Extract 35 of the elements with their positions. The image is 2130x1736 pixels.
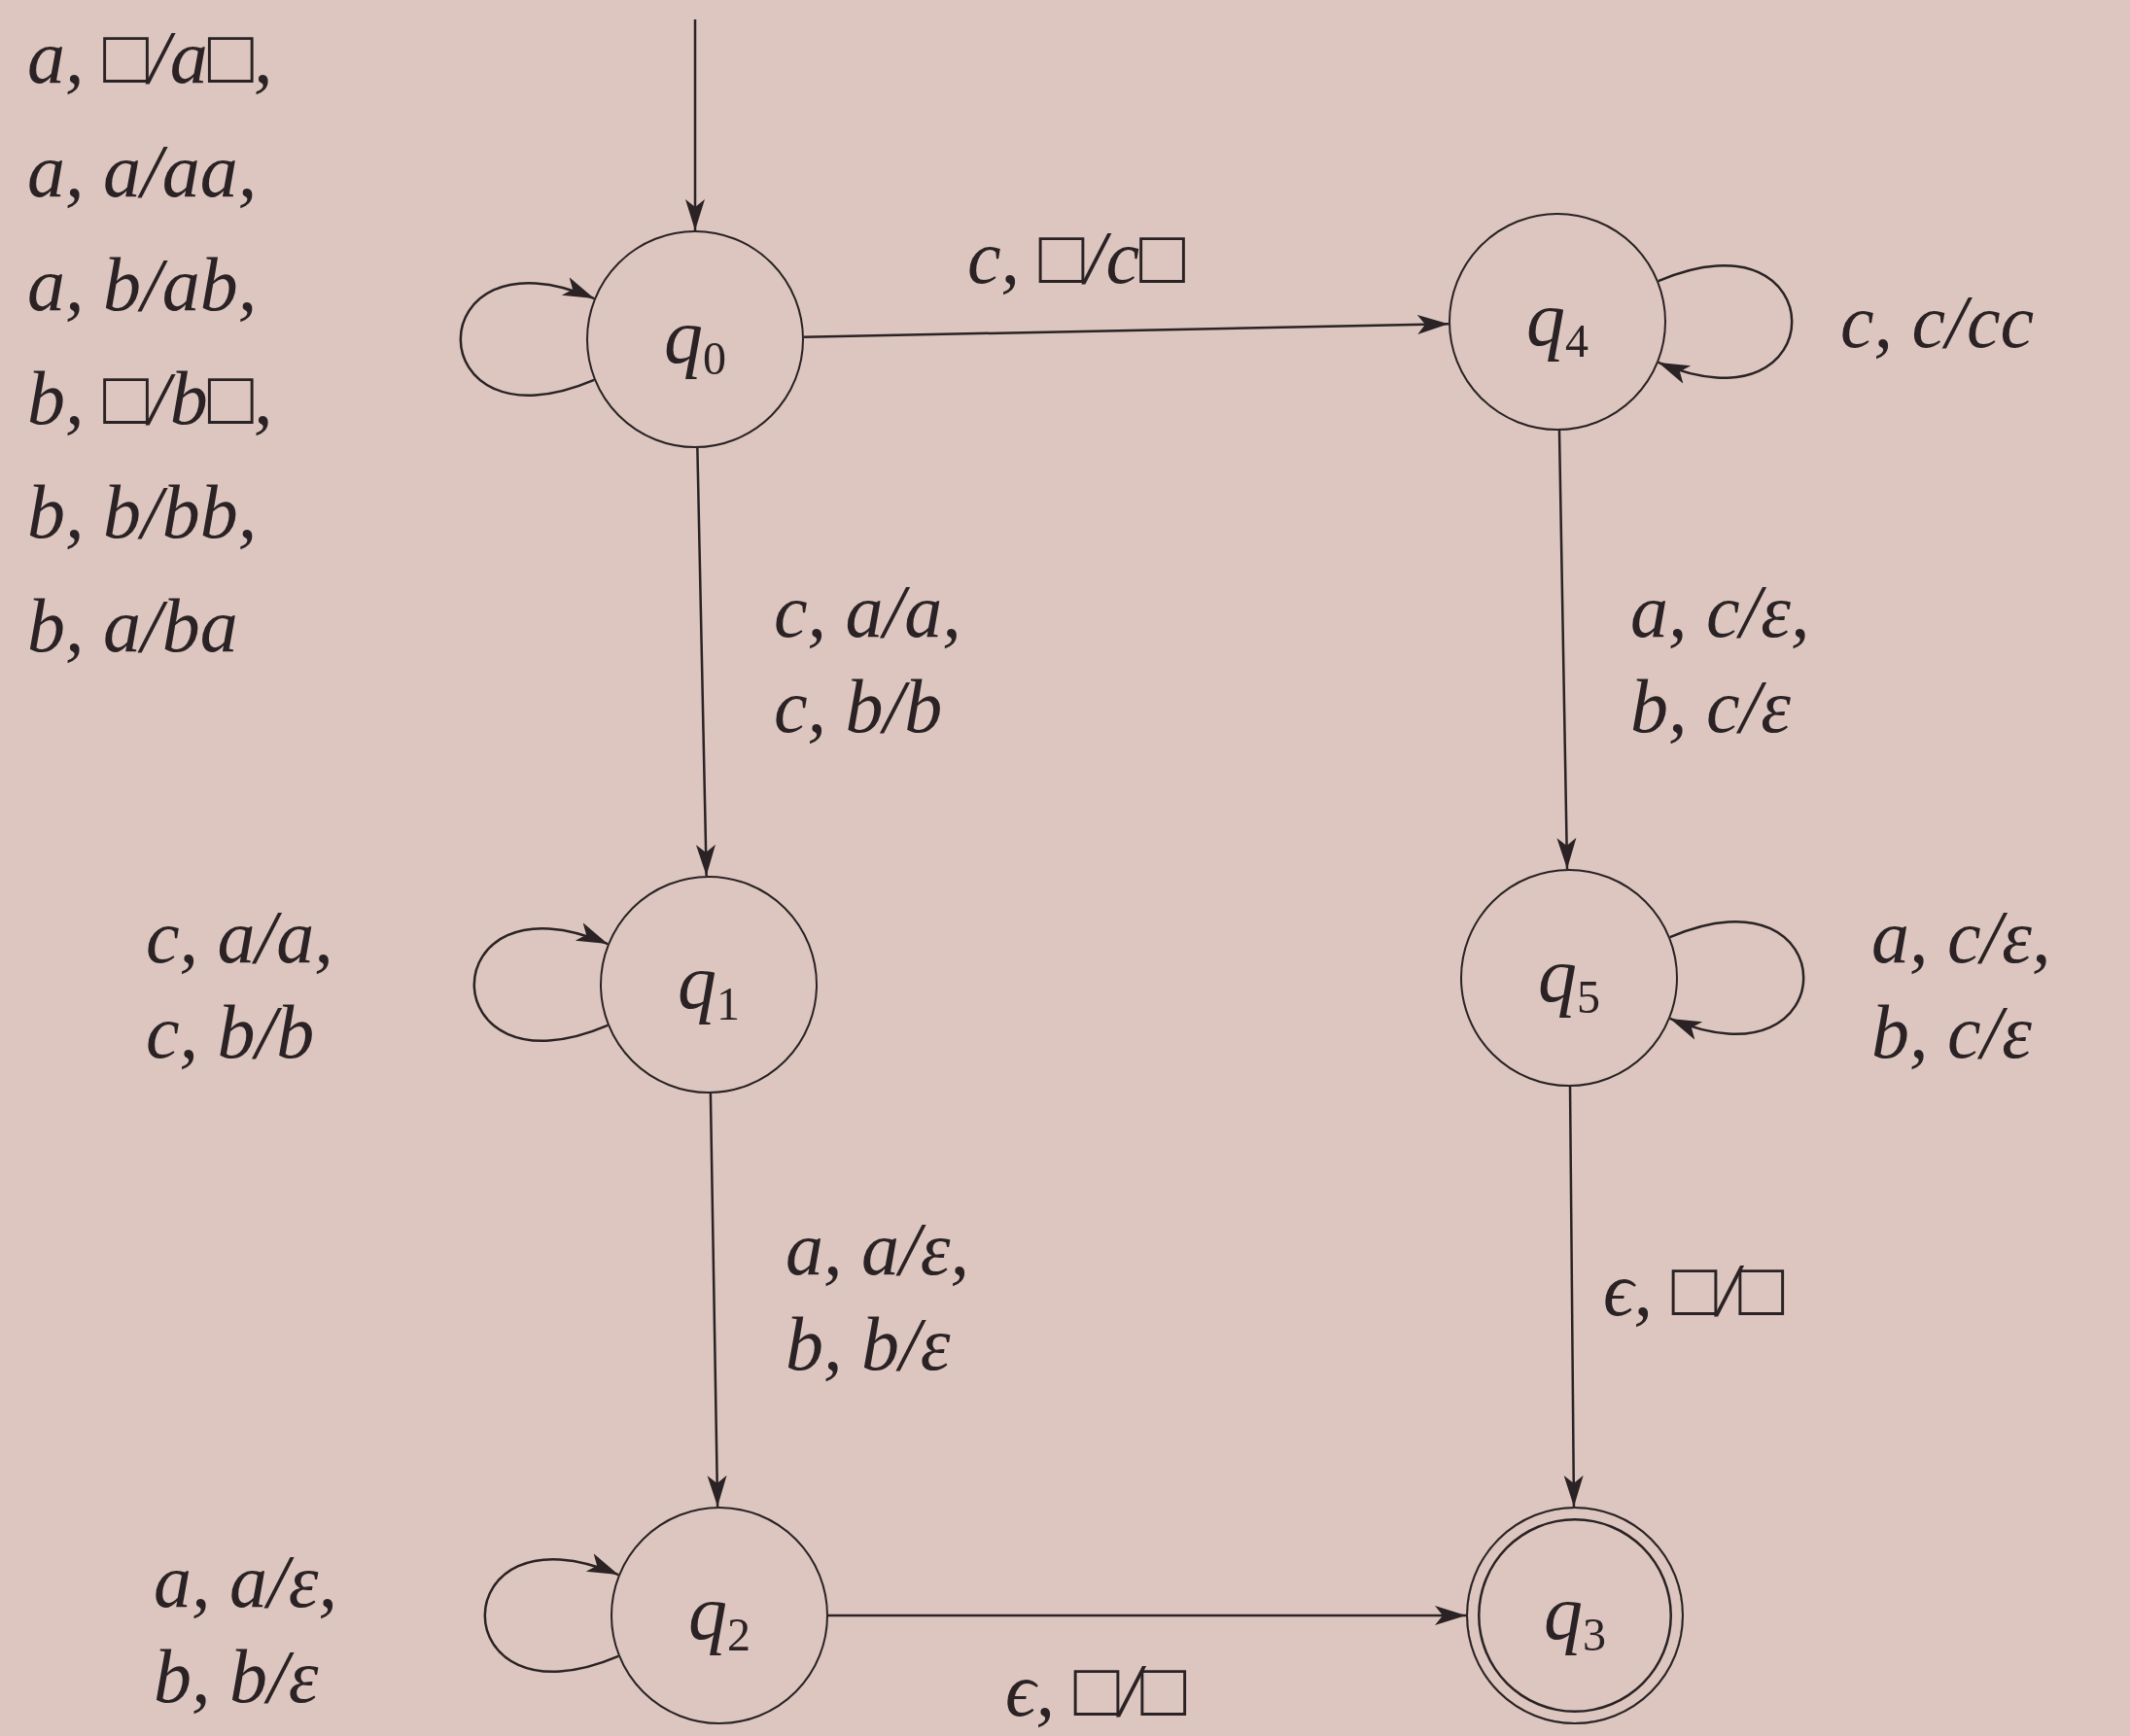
self-loop-arrow [1669, 920, 1805, 1038]
arrow [685, 19, 705, 230]
arrow [695, 447, 716, 877]
state-name: q$_{1}$ [678, 942, 740, 1027]
edge-label: c, □/c□ [967, 214, 1186, 301]
edge-label: a, □/a□, a, a/aa, a, b/ab, b, □/b□, b, b/bb, b, a/ba [27, 14, 273, 670]
edge-label: a, c/ε, b, c/ε [1871, 893, 2051, 1076]
self-loop-arrow [1658, 264, 1794, 382]
state-circle [611, 1507, 828, 1724]
arrow [803, 314, 1449, 338]
edge-label: c, a/a, c, b/b [774, 568, 961, 750]
arrow [1556, 430, 1577, 870]
state-name: q$_{5}$ [1538, 935, 1600, 1021]
arrow [828, 1606, 1466, 1625]
state-circle [1460, 869, 1678, 1087]
edge-label: c, a/a, c, b/b [146, 893, 333, 1076]
self-loop-arrow [472, 924, 609, 1042]
state-circle [1449, 213, 1666, 431]
edge-label: ϵ, □/□ [1603, 1246, 1785, 1334]
state-name: q$_{3}$ [1544, 1573, 1606, 1658]
self-loop-arrow [459, 279, 595, 397]
state-name: q$_{4}$ [1526, 279, 1589, 365]
self-loop-arrow [483, 1555, 619, 1673]
state-circle [586, 230, 804, 448]
edge-label: a, a/ε, b, b/ε [786, 1205, 969, 1388]
accepting-state-circle [1466, 1507, 1684, 1724]
state-name: q$_{2}$ [688, 1573, 751, 1658]
edge-label: a, c/ε, b, c/ε [1630, 568, 1810, 750]
edge-label: a, a/ε, b, b/ε [154, 1538, 337, 1720]
arrow [1563, 1087, 1584, 1507]
edge-label: ϵ, □/□ [1005, 1647, 1187, 1734]
edge-label: c, c/cc [1840, 278, 2035, 365]
arrow [707, 1093, 727, 1508]
state-circle [600, 876, 818, 1094]
state-name: q$_{0}$ [664, 296, 726, 382]
